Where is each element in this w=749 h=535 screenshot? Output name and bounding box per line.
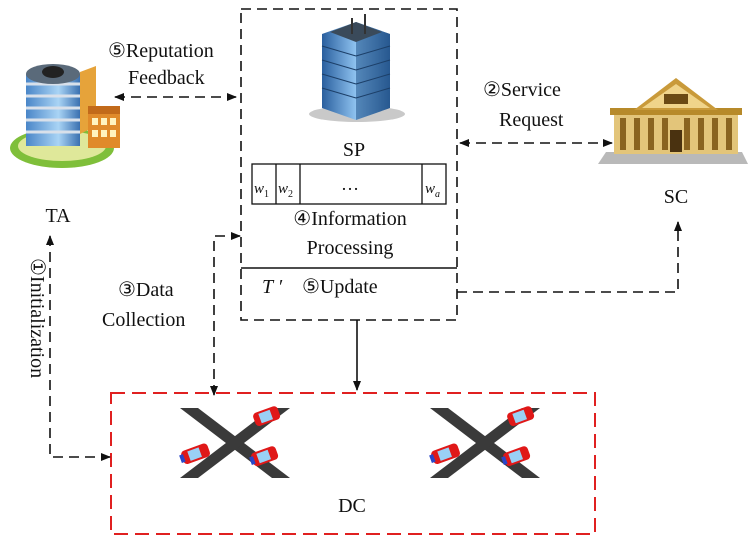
- initialization-label: ①Initialization: [26, 258, 48, 378]
- office-building-icon: [10, 64, 120, 168]
- update-label: ⑤Update: [302, 276, 378, 298]
- processing-label-line2: Processing: [307, 237, 394, 259]
- dc-box: [110, 392, 596, 535]
- weight-w2: w2: [278, 181, 293, 200]
- reputation-label-line1: ⑤Reputation: [108, 40, 214, 62]
- ta-label: TA: [45, 205, 71, 227]
- t-prime-label: T ′: [262, 276, 283, 298]
- arrow-initialization: [46, 235, 111, 461]
- intersection-with-cars-icon: [179, 406, 540, 478]
- processing-label-line1: ④Information: [293, 208, 406, 230]
- sp-label: SP: [343, 139, 365, 161]
- government-building-icon: [598, 78, 748, 164]
- arrow-update-to-sc: [457, 221, 682, 293]
- dc-label: DC: [338, 495, 366, 517]
- sp-box: [240, 8, 458, 321]
- service-label-line2: Request: [499, 109, 564, 131]
- skyscraper-icon: [309, 14, 405, 122]
- weight-ellipsis: …: [341, 174, 359, 194]
- weight-vector: w1 w2 … wa: [251, 163, 447, 205]
- sc-label: SC: [664, 186, 688, 208]
- service-label-line1: ②Service: [483, 79, 561, 101]
- arrow-data-collection: [210, 232, 241, 396]
- reputation-label-line2: Feedback: [128, 67, 205, 89]
- weight-w1: w1: [254, 181, 269, 200]
- data-collection-line1: ③Data: [118, 279, 174, 301]
- data-collection-line2: Collection: [102, 309, 185, 331]
- weight-wa: wa: [425, 181, 440, 200]
